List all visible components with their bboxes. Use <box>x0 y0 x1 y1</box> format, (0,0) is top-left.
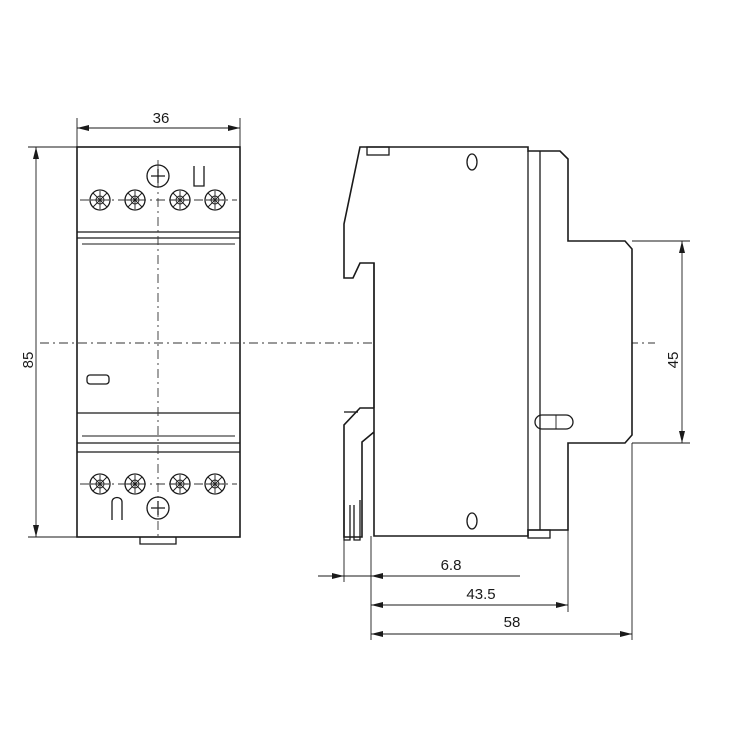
dimension-width: 36 <box>76 110 241 147</box>
dimension-window: 45 <box>632 240 690 444</box>
dimension-depth-mid-label: 43.5 <box>466 586 495 603</box>
depth-dimensions: 6.8 43.5 58 <box>318 443 633 640</box>
dimension-rail-offset-label: 6.8 <box>441 557 462 574</box>
front-body-outline <box>76 146 241 538</box>
side-view <box>343 146 633 541</box>
dimension-window-label: 45 <box>665 352 682 369</box>
mounting-hole-icon <box>466 512 478 530</box>
front-view <box>76 146 241 545</box>
bottom-latch <box>527 529 551 539</box>
rail-clip <box>343 500 361 541</box>
side-body-outline <box>343 146 633 538</box>
dimension-height-label: 85 <box>20 352 37 369</box>
bottom-terminals <box>89 473 226 520</box>
mounting-hole-icon <box>466 153 478 171</box>
dimension-depth-total-label: 58 <box>504 614 521 631</box>
terminal-slot <box>111 496 123 520</box>
side-indicator-icon <box>534 414 574 430</box>
dimension-height: 85 <box>20 146 77 538</box>
status-indicator-icon <box>86 374 110 385</box>
terminal-slot <box>193 166 205 187</box>
dimension-width-label: 36 <box>153 110 170 127</box>
top-latch <box>366 146 390 156</box>
